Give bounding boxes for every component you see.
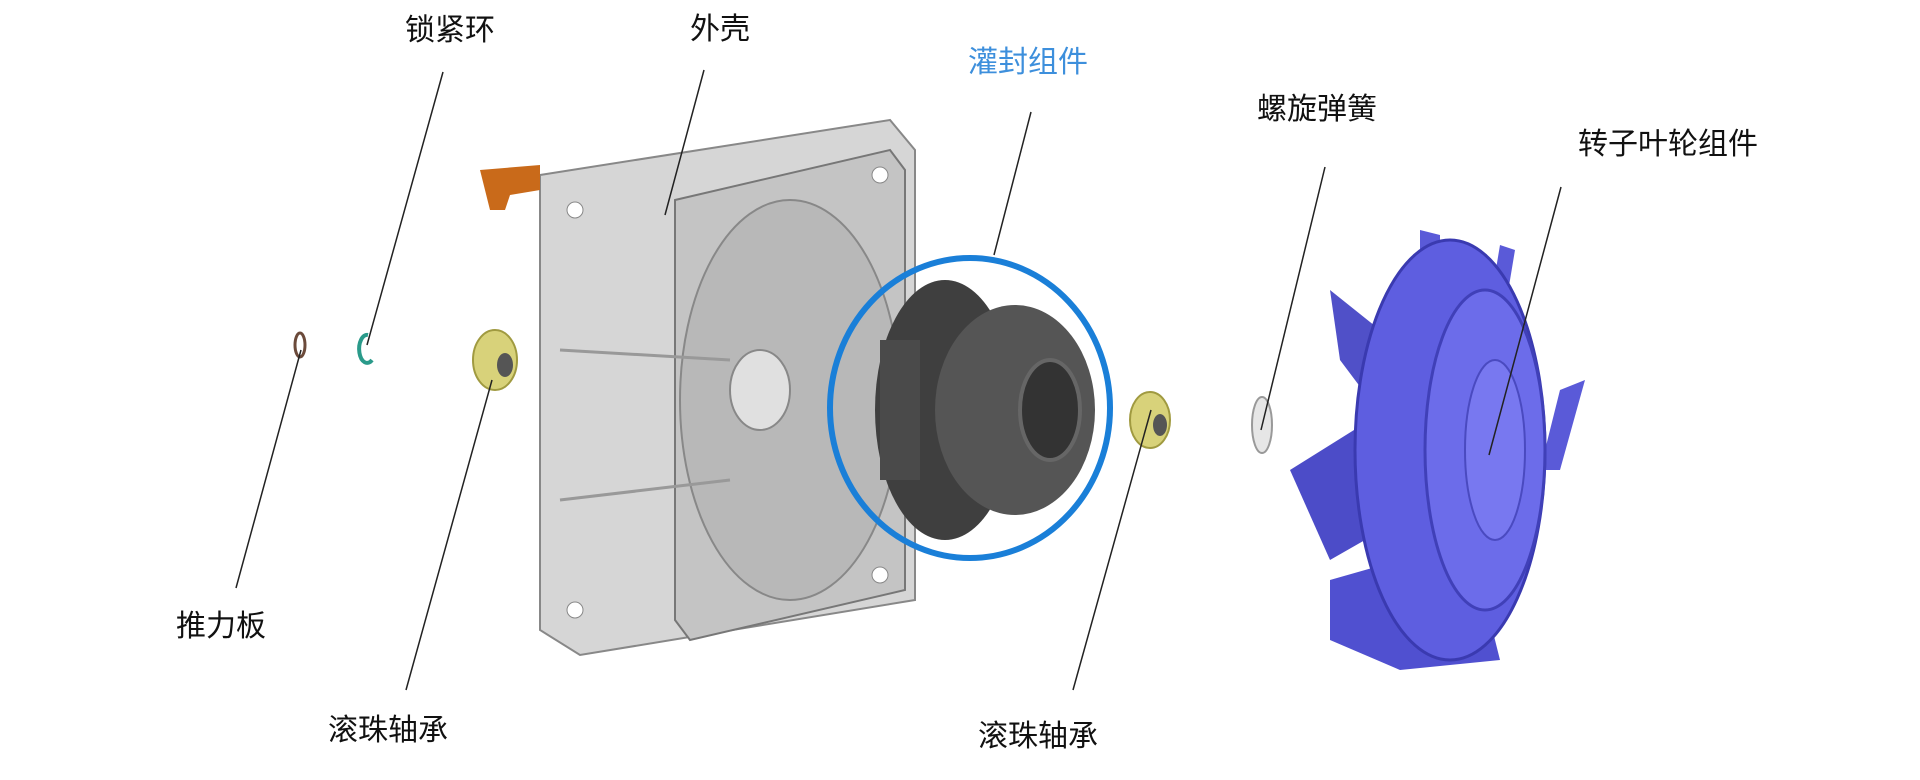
leader-line-thrust-plate: [235, 349, 302, 589]
leader-line-potting: [993, 111, 1032, 256]
label-rotor-impeller-assembly: 转子叶轮组件: [1578, 127, 1758, 162]
label-ball-bearing-left: 滚珠轴承: [328, 713, 448, 748]
highlight-circle: [827, 255, 1113, 561]
label-thrust-plate: 推力板: [176, 609, 266, 644]
leader-line-bearing-right: [1072, 409, 1152, 691]
leader-line-housing: [664, 69, 705, 216]
label-housing: 外壳: [690, 12, 750, 47]
ball-bearing-right-part: [1129, 391, 1171, 449]
thrust-plate-part: [293, 331, 307, 359]
cable-connector: [480, 165, 540, 210]
leader-line-bearing-left: [405, 379, 493, 691]
potting-assembly-part: [875, 280, 1095, 540]
leader-line-spring: [1260, 166, 1326, 431]
label-lock-ring: 锁紧环: [405, 13, 495, 48]
fan-housing: [539, 118, 916, 657]
lock-ring-part: [357, 332, 374, 365]
leader-line-impeller: [1488, 186, 1562, 456]
label-spiral-spring: 螺旋弹簧: [1257, 92, 1377, 127]
label-ball-bearing-right: 滚珠轴承: [978, 719, 1098, 754]
ball-bearing-left-part: [472, 329, 518, 391]
rotor-impeller-part: [1290, 230, 1585, 670]
leader-line-lock-ring: [366, 71, 444, 346]
label-potting-assembly: 灌封组件: [968, 45, 1088, 80]
leader-lines: [235, 69, 1562, 691]
